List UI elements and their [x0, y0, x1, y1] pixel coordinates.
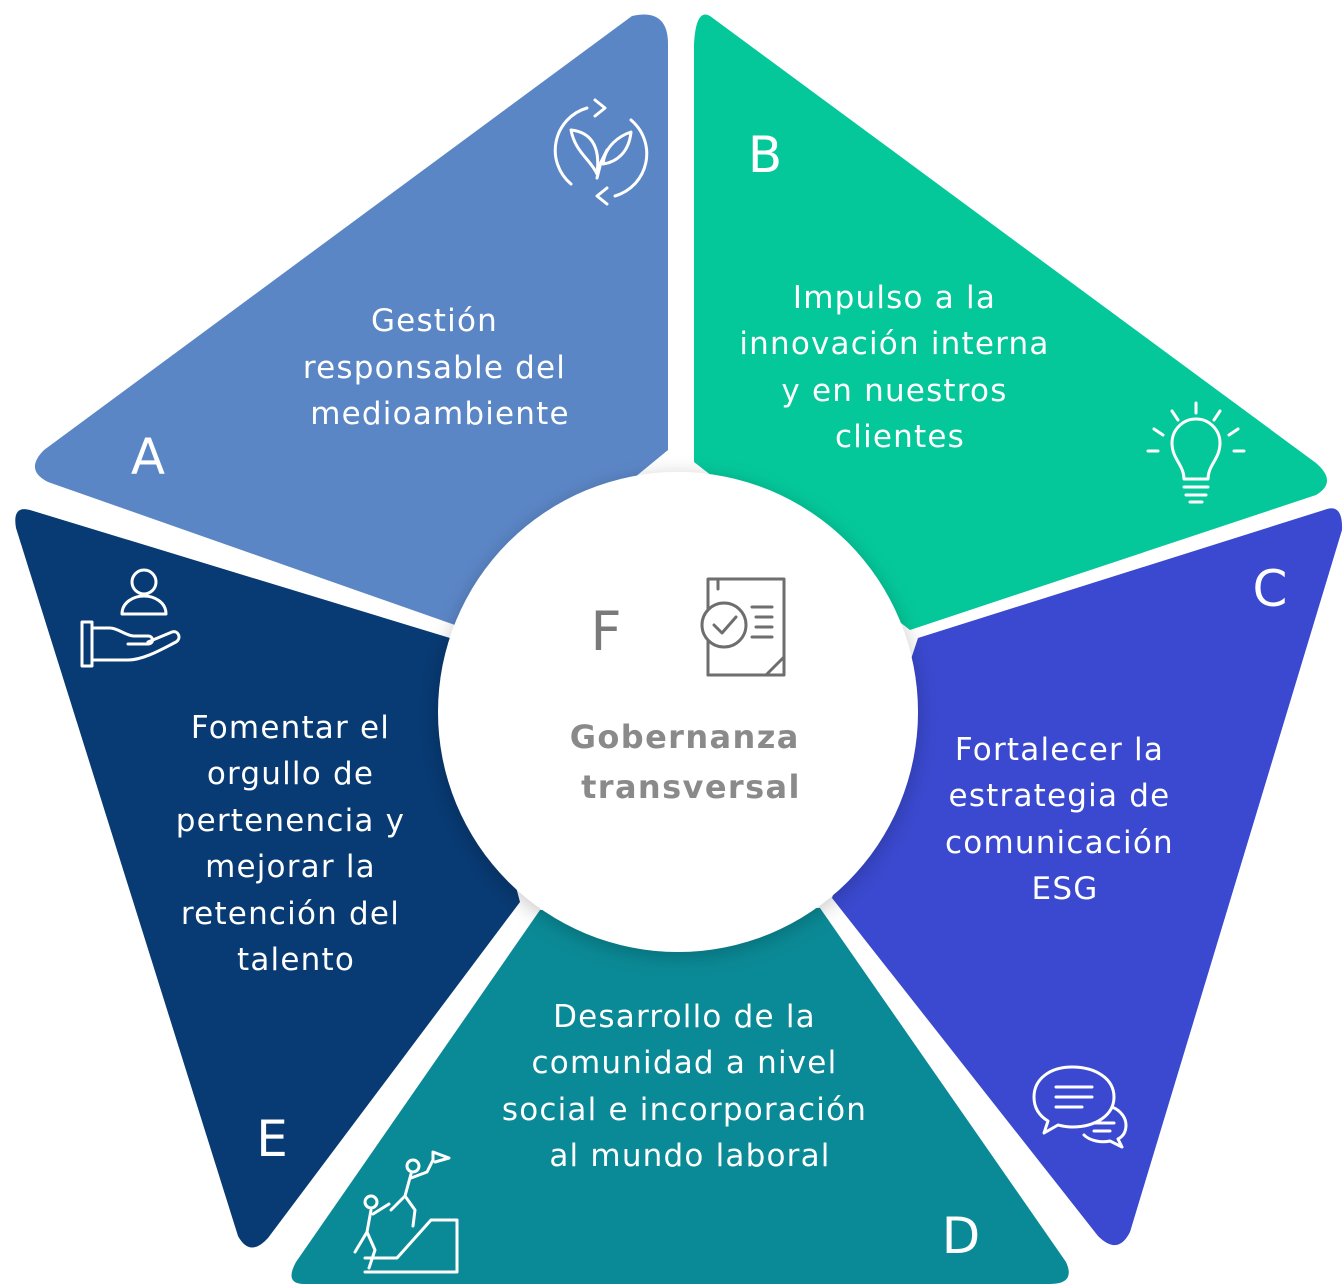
center-circle-background: [438, 472, 918, 952]
segment-d-letter: D: [942, 1207, 981, 1265]
segment-a-shape: [34, 14, 669, 625]
checked-document-icon: [700, 577, 786, 677]
hand-holding-person-icon: [80, 568, 181, 668]
center-title: Gobernanza transversal: [570, 718, 813, 806]
segment-b-shape: [694, 14, 1327, 630]
segment-e-line: Fomentar el: [191, 710, 390, 746]
segment-b-letter: B: [748, 126, 782, 184]
segment-c: Fortalecer la estrategia de comunicación…: [832, 508, 1343, 1246]
center-title-line: transversal: [581, 768, 801, 806]
segment-a-line: medioambiente: [310, 396, 570, 432]
segment-e-line: talento: [237, 942, 355, 978]
segment-d-shape: [291, 908, 1069, 1284]
segment-b: Impulso a la innovación interna y en nue…: [694, 14, 1327, 630]
segment-d: Desarrollo de la comunidad a nivel socia…: [291, 908, 1069, 1284]
segment-b-line: innovación interna: [739, 326, 1049, 362]
segment-d-line: social e incorporación: [502, 1092, 867, 1128]
segment-e: Fomentar el orgullo de pertenencia y mej…: [15, 509, 520, 1248]
center-circle: F Gobernanza transversal: [438, 472, 918, 952]
lightbulb-icon: [1146, 401, 1246, 504]
climbing-people-flag-icon: [353, 1150, 459, 1274]
center-title-line: Gobernanza: [570, 718, 800, 756]
segment-c-line: comunicación: [945, 825, 1174, 861]
segment-b-line: Impulso a la: [793, 280, 996, 316]
segment-a-line: responsable del: [303, 350, 566, 386]
segment-a-letter: A: [131, 428, 165, 486]
segment-e-line: pertenencia y: [176, 803, 406, 839]
segment-e-line: mejorar la: [205, 849, 376, 885]
segment-c-line: estrategia de: [949, 778, 1171, 814]
segment-c-line: Fortalecer la: [955, 732, 1164, 768]
segment-b-line: clientes: [835, 419, 965, 455]
segment-d-line: comunidad a nivel: [532, 1045, 838, 1081]
segment-c-letter: C: [1253, 560, 1288, 618]
segment-c-text: Fortalecer la estrategia de comunicación…: [945, 732, 1185, 907]
segment-a-text: Gestión responsable del medioambiente: [303, 303, 577, 432]
segment-c-shape: [832, 508, 1343, 1246]
segment-a-line: Gestión: [371, 303, 498, 339]
segment-e-line: retención del: [181, 896, 400, 932]
segment-b-text: Impulso a la innovación interna y en nue…: [739, 280, 1060, 455]
segment-b-line: y en nuestros: [781, 373, 1007, 409]
segment-e-shape: [15, 509, 520, 1248]
segment-d-text: Desarrollo de la comunidad a nivel socia…: [502, 999, 878, 1174]
segment-a: Gestión responsable del medioambiente A: [34, 14, 669, 625]
chat-bubbles-icon: [1032, 1065, 1128, 1149]
segment-d-line: al mundo laboral: [549, 1138, 830, 1174]
segment-c-line: ESG: [1032, 871, 1099, 907]
center-letter: F: [590, 600, 621, 663]
segment-e-text: Fomentar el orgullo de pertenencia y mej…: [176, 710, 417, 978]
sustainability-leaf-cycle-icon: [553, 98, 649, 206]
segment-d-line: Desarrollo de la: [553, 999, 816, 1035]
segment-e-letter: E: [256, 1110, 288, 1168]
segment-e-line: orgullo de: [207, 756, 374, 792]
